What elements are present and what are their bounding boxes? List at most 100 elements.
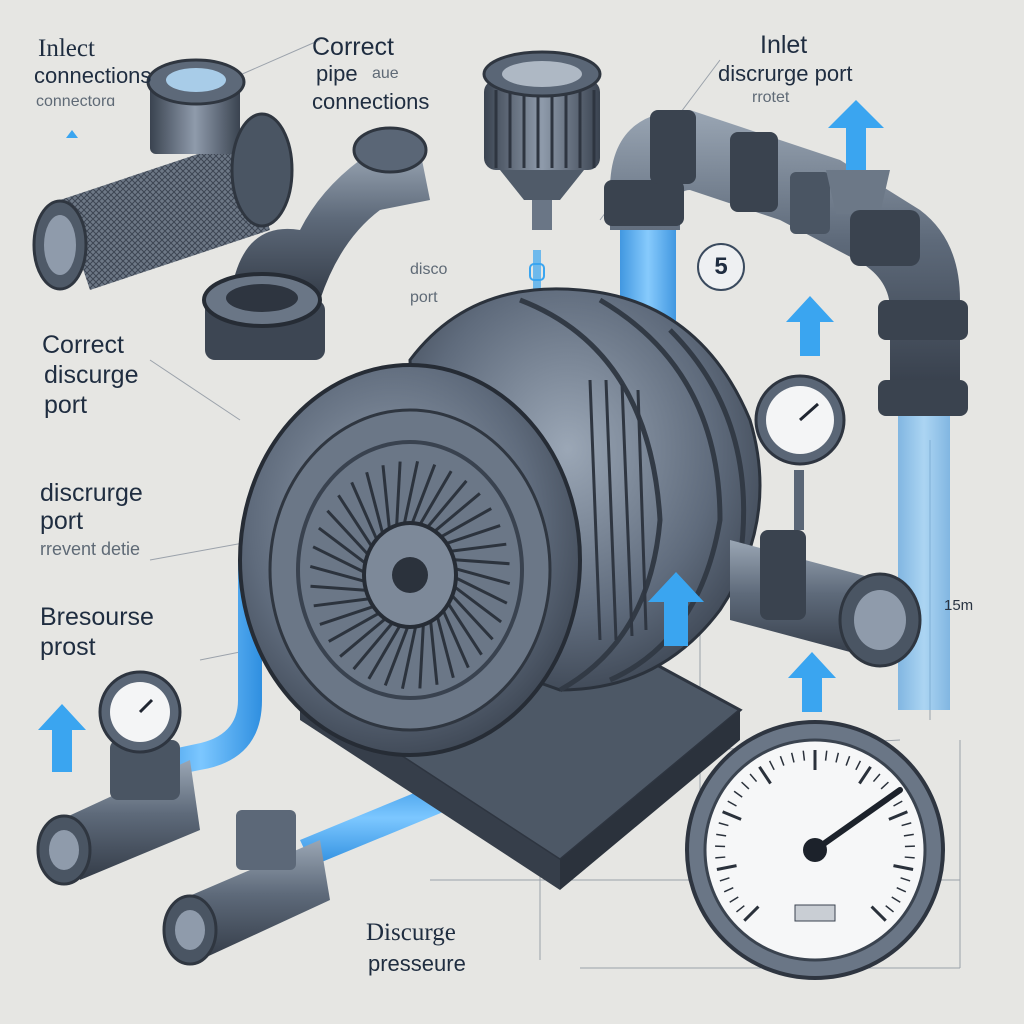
label-pipe-faint: aue [372,65,399,82]
gauge-tick [858,766,872,785]
gauge-tick [718,822,729,827]
gauge-tick [802,750,806,761]
label-inlet-connections: connections [34,63,152,88]
gauge-tick [715,856,726,859]
impeller-blade [365,471,386,541]
up-arrow-icon [788,652,836,712]
impeller-blade [434,507,492,542]
gauge-tick [741,781,750,790]
label-discharge-port-2: discrurge [40,479,143,507]
impeller-blade [418,618,426,689]
impeller-blade [448,565,511,586]
gauge-tick [845,755,851,766]
impeller-blade [312,545,371,577]
label-post: prost [40,633,96,661]
gauge-tick [727,800,737,807]
label-port-2: port [40,507,84,535]
up-arrow-icon [786,296,834,356]
discharge-elbow-pipe [202,126,430,360]
label-inlet-connectors: connectorɑ [36,93,116,110]
impeller-blade [415,470,453,531]
gauge-tick [901,822,912,827]
label-discharge: discurge [44,361,139,389]
gauge-tick [888,810,908,821]
impeller-blade [444,542,507,554]
gauge-tick [893,800,903,807]
gauge-tick [790,752,795,763]
label-pressure-bottom: presseure [368,951,466,976]
impeller-blade [310,584,373,593]
gauge-tick [779,755,785,766]
label-port-faint: port [410,289,438,306]
label-discharge-pressure: Discurge [366,919,456,946]
label-correct-discharge: Correct [42,331,124,359]
impeller-blade [319,603,380,626]
impeller-blade [400,619,419,689]
gauge-tick [722,810,742,821]
step-badge: 5 [697,243,745,291]
gauge-tick [900,877,911,882]
label-port: port [44,391,88,419]
impeller-blade [422,479,468,533]
impeller-blade [434,609,455,679]
impeller-blade [352,617,398,671]
label-correct-pipe-title: Correct [312,33,394,61]
up-arrow-icon [648,572,704,646]
impeller-blade [394,461,402,532]
impeller-blade [401,461,420,531]
gauge-tick [824,750,828,761]
gauge-tick [749,773,758,783]
gauge-tick [768,760,775,771]
impeller-blade [448,581,503,624]
large-pressure-gauge [685,720,945,980]
impeller-blade [309,564,372,585]
impeller-fan [309,461,511,689]
label-protect: rrotet [752,89,790,106]
gauge-tick [733,790,743,798]
inlet-pipe-mesh [32,58,294,291]
gauge-tick [716,864,737,871]
gauge-tick [758,766,772,785]
up-arrow-icon [38,704,86,772]
impeller-blade [428,614,439,685]
gauge-tick [835,752,840,763]
gauge-tick [716,833,727,837]
impeller-blade [313,596,376,608]
flow-arrows [38,100,884,772]
impeller-blade [328,608,386,643]
gauge-tick [903,833,914,837]
up-arrow-icon [828,100,884,170]
gauge-tick [870,905,887,922]
label-pressure: Bresourse [40,603,154,631]
label-pipe-connections: connections [312,89,430,114]
gauge-tick [743,905,760,922]
impeller-blade [449,573,508,605]
impeller-blade [337,494,377,553]
impeller-blade [383,620,412,686]
gauge-tick [885,905,894,913]
impeller-blade [317,526,372,569]
impeller-blade [350,481,381,547]
label-pipe: pipe [316,61,358,86]
gauge-tick [872,773,881,783]
gauge-tick [719,877,730,882]
impeller-blade [339,613,391,658]
impeller-blade [440,524,501,547]
impeller-blade [439,603,470,669]
label-discharge-port: discrurge port [718,61,853,86]
inlet-strainer [482,50,602,230]
impeller-blade [381,465,392,536]
gauge-tick [904,856,915,859]
gauge-tick [736,905,745,913]
label-dimension: 15m [944,597,974,614]
gauge-tick [891,896,901,903]
outlet-pipe [730,530,922,668]
gauge-tick [729,896,739,903]
label-prevent-detail: rrevent detie [40,539,141,559]
gauge-tick [896,886,907,893]
impeller-blade [429,492,481,537]
inlet-valve-assembly [36,670,330,966]
impeller-blade [443,597,483,656]
